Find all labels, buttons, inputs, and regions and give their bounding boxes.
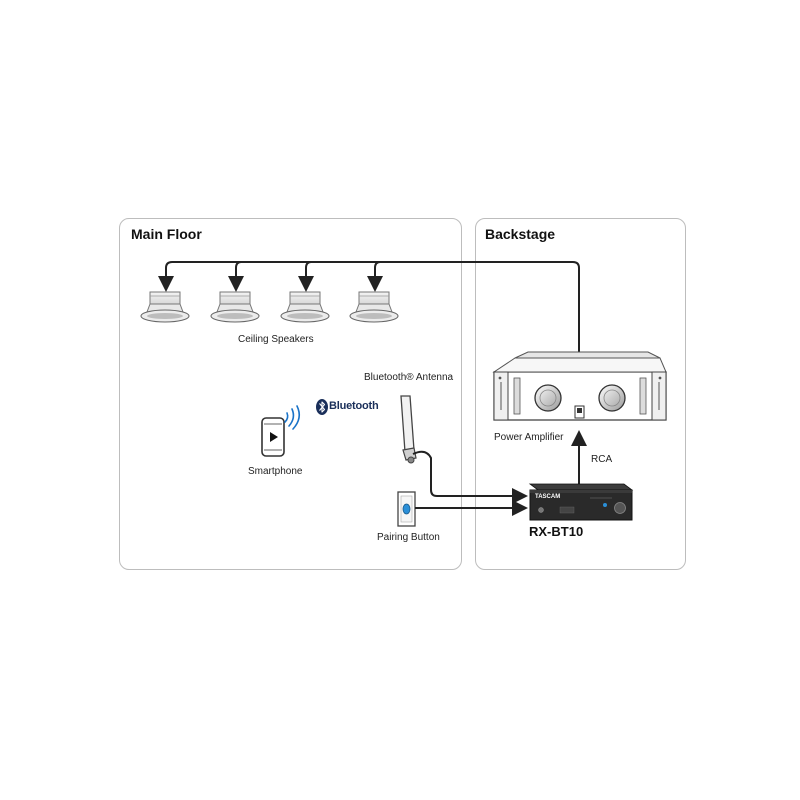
backstage-title: Backstage xyxy=(485,226,556,242)
bluetooth-antenna-label: Bluetooth® Antenna xyxy=(364,372,454,383)
ceiling-speakers-label: Ceiling Speakers xyxy=(238,334,314,345)
main-floor-title: Main Floor xyxy=(131,226,202,242)
receiver-brand: TASCAM xyxy=(535,494,560,500)
smartphone-label: Smartphone xyxy=(248,466,303,477)
antenna-icon xyxy=(400,395,417,464)
speaker-icon xyxy=(210,291,260,323)
antenna-cable xyxy=(412,450,528,504)
speaker-wire xyxy=(158,261,580,352)
power-amplifier-label: Power Amplifier xyxy=(494,432,564,443)
device-model-label: RX-BT10 xyxy=(529,524,584,539)
speaker-icon xyxy=(140,291,190,323)
bluetooth-icon xyxy=(316,399,328,415)
rca-label: RCA xyxy=(591,454,613,465)
wireless-signal-icon xyxy=(284,405,301,430)
pairing-button-icon xyxy=(397,491,416,527)
speaker-icon xyxy=(280,291,330,323)
smartphone-icon xyxy=(261,417,285,457)
bluetooth-logo-text: Bluetooth xyxy=(329,400,379,412)
power-amplifier-icon xyxy=(492,351,667,421)
receiver-icon xyxy=(528,483,634,521)
speaker-icon xyxy=(349,291,399,323)
pairing-button-label: Pairing Button xyxy=(377,532,440,543)
